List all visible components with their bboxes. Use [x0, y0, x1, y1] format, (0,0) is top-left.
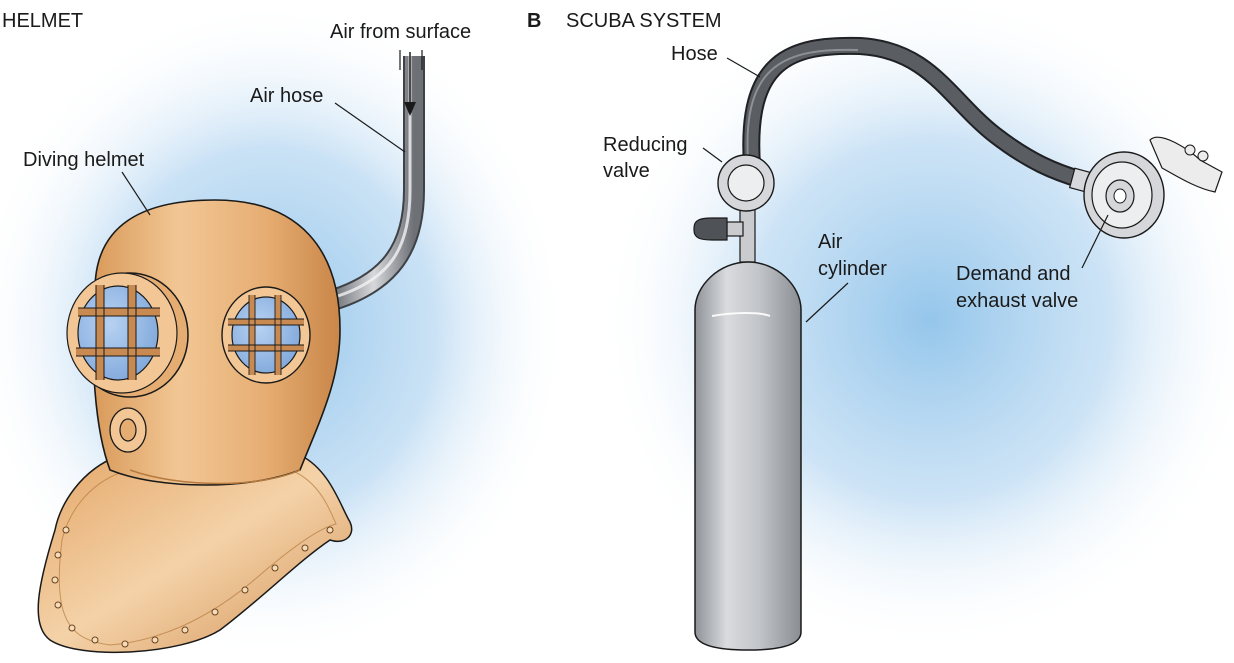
helmet-valve-port — [109, 407, 147, 453]
demand-valve — [1083, 136, 1223, 239]
panel-b-letter: B — [527, 10, 541, 32]
helmet-side-window — [221, 286, 311, 384]
label-hose: Hose — [671, 43, 718, 65]
leader-demand-valve — [1081, 214, 1109, 269]
label-air-cylinder-line2: cylinder — [818, 258, 887, 280]
air-flow-arrow-icon — [399, 50, 423, 116]
leader-air-hose — [334, 102, 406, 153]
label-air-from-surface: Air from surface — [330, 21, 471, 43]
breastplate-rivets — [51, 526, 334, 648]
label-demand-valve-line1: Demand and — [956, 263, 1071, 285]
helmet-front-window — [66, 272, 189, 398]
label-air-cylinder-line1: Air — [818, 231, 843, 253]
leader-hose — [726, 57, 761, 78]
label-air-hose: Air hose — [250, 85, 323, 107]
air-hose — [329, 56, 425, 311]
label-reducing-valve-line2: valve — [603, 160, 650, 182]
air-cylinder — [694, 261, 802, 651]
scuba-hose — [742, 36, 1085, 189]
reducing-valve — [693, 154, 775, 263]
label-demand-valve-line2: exhaust valve — [956, 290, 1078, 312]
helmet-dome — [92, 199, 341, 486]
leader-diving-helmet — [121, 171, 151, 216]
panel-a-title: HELMET — [2, 10, 83, 32]
label-reducing-valve-line1: Reducing — [603, 134, 688, 156]
label-diving-helmet: Diving helmet — [23, 149, 145, 171]
panel-b-title: SCUBA SYSTEM — [566, 10, 722, 32]
leader-air-cylinder — [805, 282, 849, 323]
leader-reducing-valve — [702, 147, 723, 163]
